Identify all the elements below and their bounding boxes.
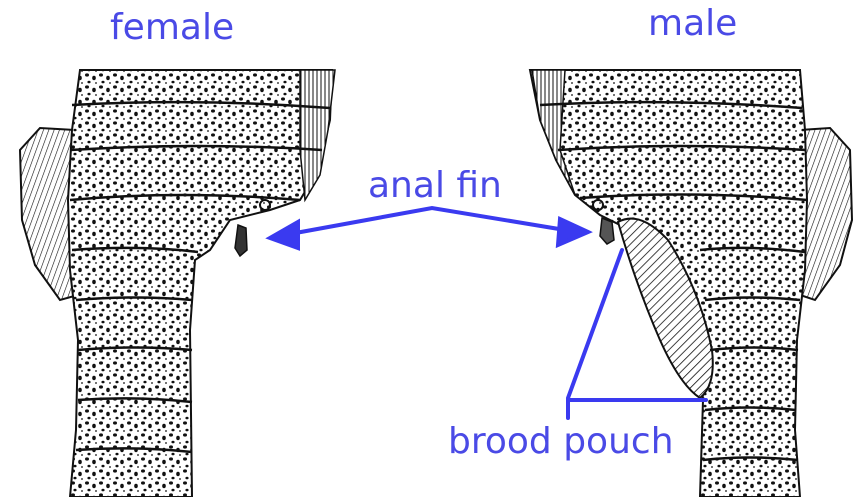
- female-side-shade: [300, 70, 335, 200]
- female-label: female: [110, 10, 234, 46]
- brood-pouch-label: brood pouch: [448, 424, 674, 460]
- anal-fin-label: anal fin: [368, 168, 502, 204]
- female-body: [68, 70, 332, 497]
- pointer-line-icon: [568, 250, 622, 398]
- anal-fin-pointer: [270, 208, 588, 248]
- male-anal-fin-icon: [600, 218, 614, 244]
- female-figure: [20, 70, 335, 497]
- female-anal-fin-icon: [235, 225, 247, 256]
- male-dorsal-fin: [800, 128, 852, 300]
- double-headed-arrow-icon: [290, 208, 565, 234]
- male-label: male: [648, 6, 737, 42]
